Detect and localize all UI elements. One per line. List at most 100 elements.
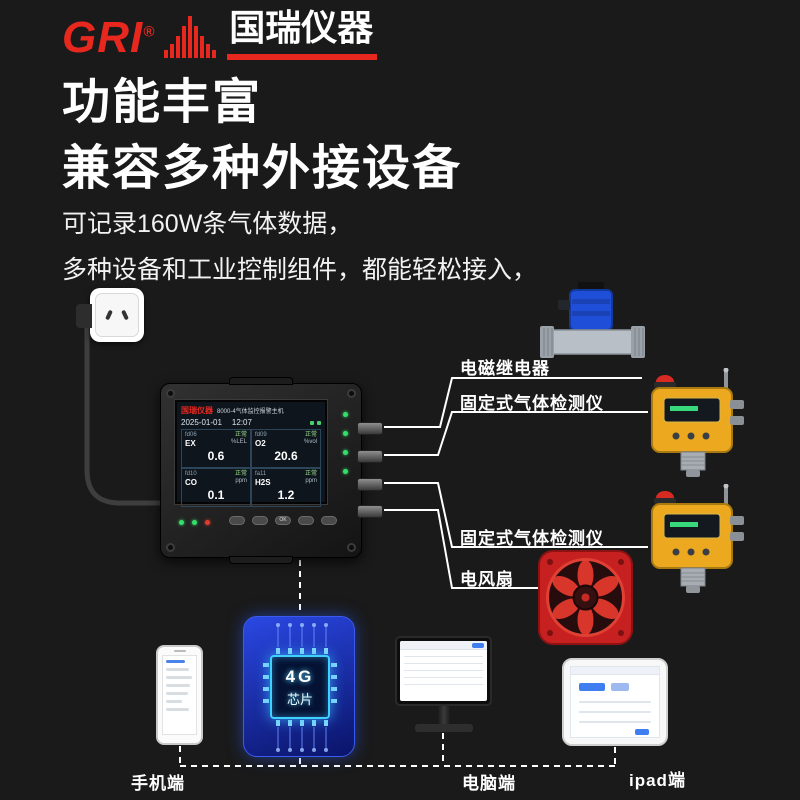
channel-unit: %LEL [230, 438, 247, 445]
corner-screw [166, 543, 175, 552]
tablet-ui-line [579, 711, 651, 713]
brand-logo: GRI® 国瑞仪器 [62, 10, 378, 60]
tablet-ui-line [579, 701, 651, 703]
status-led-row [179, 520, 210, 525]
monitor-ui-row [404, 663, 483, 664]
monitor-stand-base [414, 724, 473, 732]
detector-bottom-label: 固定式气体检测仪 [460, 529, 604, 548]
screen-header: 国瑞仪器 8000-4气体监控报警主机 [181, 405, 321, 416]
corner-screw [347, 543, 356, 552]
ok-button[interactable]: OK [275, 516, 291, 525]
tablet-ui-line [579, 721, 651, 723]
mount-tab-top [229, 377, 293, 385]
channel-value: 20.6 [274, 449, 298, 464]
controller-screen: 国瑞仪器 8000-4气体监控报警主机 2025-01-01 12:07 fd0… [174, 399, 328, 507]
detector-top-label: 固定式气体检测仪 [460, 394, 604, 413]
channel-unit: ppm [305, 477, 317, 484]
screen-brand-text: 国瑞仪器 [181, 406, 213, 415]
body-line-2: 多种设备和工业控制组件，都能轻松接入， [62, 256, 538, 284]
body-line-1: 可记录160W条气体数据， [62, 210, 353, 238]
phone-screen-line [166, 660, 185, 663]
channel-id: fd09 [255, 432, 267, 438]
aviation-connector-4 [357, 505, 383, 518]
screen-date: 2025-01-01 [181, 418, 222, 427]
channel-value: 1.2 [277, 487, 295, 502]
channel-gas: H2S [255, 477, 271, 487]
phone-screen-line [166, 676, 192, 679]
gas-detector-bottom-image [651, 484, 744, 593]
monitor-ui-row [404, 677, 483, 678]
channel-status: 正常 [234, 432, 247, 438]
phone-mockup [156, 645, 203, 745]
channel-value: 0.6 [207, 449, 225, 464]
gas-alarm-controller: 国瑞仪器 8000-4气体监控报警主机 2025-01-01 12:07 fd0… [160, 377, 383, 564]
channel-led-column [343, 412, 348, 474]
power-led [179, 520, 184, 525]
tablet-ui-card [611, 683, 629, 691]
socket-hole-right [121, 309, 129, 321]
electric-fan-image [538, 550, 633, 645]
logo-brand-text: 国瑞仪器 [227, 10, 378, 60]
power-plug [76, 304, 92, 328]
tablet-ui-button [635, 729, 649, 735]
chip-core: 4G 芯片 [270, 655, 330, 719]
4g-chip: 4G 芯片 [243, 616, 355, 757]
channel-gas: EX [185, 438, 196, 448]
phone-label: 手机端 [131, 774, 185, 793]
relay-label: 电磁继电器 [460, 359, 550, 378]
channel-unit: ppm [235, 477, 247, 484]
channel-status: 正常 [234, 470, 247, 477]
channel-gas: O2 [255, 438, 266, 448]
power-cable-line [84, 323, 165, 506]
socket-hole-left [105, 309, 113, 321]
channel-cell-ex: fd06 正常 EX %LEL 0.6 [181, 429, 251, 468]
tablet-screen [570, 666, 660, 738]
monitor-stand-neck [437, 706, 450, 724]
mount-tab-bottom [229, 556, 293, 564]
panel-button[interactable] [229, 516, 245, 525]
chip-4g-text: 4G [285, 666, 315, 686]
monitor-screen [395, 636, 492, 706]
fan-label: 电风扇 [460, 570, 514, 589]
wall-socket [76, 288, 144, 342]
gas-detector-top-image [651, 368, 744, 477]
monitor-ui-button [472, 643, 484, 648]
headline-1: 功能丰富 [62, 76, 263, 129]
monitor-ui-row [404, 670, 483, 671]
tablet-ui-card [579, 683, 605, 691]
logo-waveform-icon [164, 16, 217, 58]
socket-plate [95, 293, 139, 337]
screen-datetime: 2025-01-01 12:07 [181, 418, 321, 427]
channel-id: fd10 [185, 470, 197, 477]
channel-led [343, 469, 348, 474]
aviation-connector-1 [357, 422, 383, 435]
channel-id: fd06 [185, 432, 197, 438]
panel-button[interactable] [321, 516, 337, 525]
panel-button[interactable] [298, 516, 314, 525]
channel-led [343, 450, 348, 455]
registered-mark: ® [143, 23, 156, 41]
channel-led [343, 431, 348, 436]
channel-value: 0.1 [207, 487, 225, 502]
tablet-label: ipad端 [629, 771, 686, 790]
monitor-ui-row [404, 684, 483, 685]
screen-time: 12:07 [231, 418, 252, 427]
phone-screen [162, 655, 197, 735]
phone-screen-line [166, 668, 189, 671]
aviation-connector-2 [357, 450, 383, 463]
corner-screw [166, 389, 175, 398]
aviation-connector-3 [357, 478, 383, 491]
computer-mockup [395, 636, 492, 732]
channel-status: 正常 [304, 432, 317, 438]
phone-screen-line [166, 708, 189, 711]
phone-screen-line [166, 684, 191, 687]
chip-label-text: 芯片 [286, 691, 313, 707]
solenoid-valve-image [540, 282, 645, 358]
panel-button[interactable] [252, 516, 268, 525]
phone-screen-line [166, 692, 188, 695]
phone-speaker [173, 650, 186, 652]
